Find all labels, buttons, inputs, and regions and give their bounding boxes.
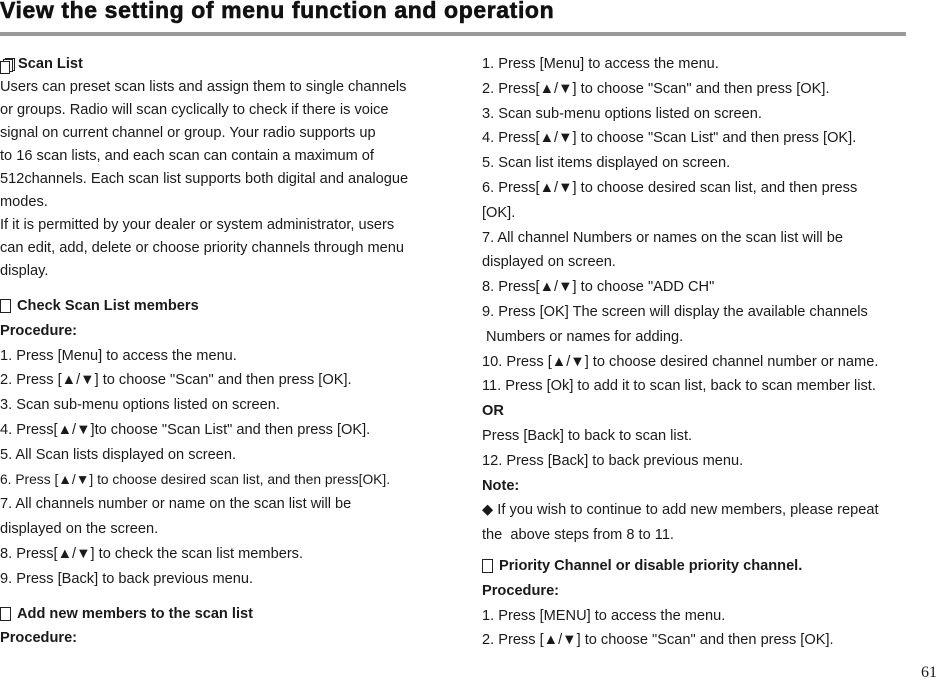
section-heading-priority-channel: Priority Channel or disable priority cha… — [482, 554, 922, 579]
step-line: 8. Press[▲/▼] to choose "ADD CH" — [482, 279, 715, 296]
paragraph-line: Users can preset scan lists and assign t… — [0, 79, 407, 95]
paragraph-line: can edit, add, delete or choose priority… — [0, 240, 405, 256]
paragraph-line: signal on current channel or group. Your… — [0, 125, 376, 141]
step-line: 7. All channel Numbers or names on the s… — [482, 229, 843, 246]
procedure-label: Procedure: — [0, 322, 78, 339]
left-column: Scan List Users can preset scan lists an… — [0, 53, 440, 651]
step-line: 9. Press [OK] The screen will display th… — [482, 303, 868, 320]
page-title: View the setting of menu function and op… — [0, 0, 555, 23]
checkbox-bullet-icon — [0, 606, 11, 621]
paragraph-line: display. — [0, 263, 49, 279]
step-line: [OK]. — [482, 204, 516, 221]
step-line: 2. Press[▲/▼] to choose "Scan" and then … — [482, 80, 830, 97]
note-line: ◆ If you wish to continue to add new mem… — [482, 502, 879, 519]
step-line: 6. Press [▲/▼] to choose desired scan li… — [0, 471, 391, 487]
step-line: 12. Press [Back] to back previous menu. — [482, 452, 744, 469]
paragraph-line: or groups. Radio will scan cyclically to… — [0, 102, 389, 118]
paragraph-line: 512channels. Each scan list supports bot… — [0, 171, 409, 187]
step-line: 3. Scan sub-menu options listed on scree… — [0, 397, 280, 414]
section-heading-add-members: Add new members to the scan list — [0, 602, 440, 627]
paragraph-line: to 16 scan lists, and each scan can cont… — [0, 148, 374, 164]
title-divider — [0, 32, 906, 36]
pages-icon — [0, 57, 15, 74]
procedure-label: Procedure: — [0, 630, 78, 647]
note-line: the above steps from 8 to 11. — [482, 527, 674, 544]
step-line: 11. Press [Ok] to add it to scan list, b… — [482, 378, 876, 395]
note-label: Note: — [482, 477, 520, 494]
step-line: 1. Press [MENU] to access the menu. — [482, 607, 726, 624]
step-line: displayed on the screen. — [0, 521, 159, 538]
or-label: OR — [482, 403, 504, 420]
step-line: 5. All Scan lists displayed on screen. — [0, 446, 237, 463]
checkbox-bullet-icon — [0, 299, 11, 314]
step-line: displayed on screen. — [482, 254, 616, 271]
right-column: 1. Press [Menu] to access the menu. 2. P… — [482, 52, 922, 653]
step-line: Numbers or names for adding. — [482, 328, 684, 345]
step-line: 9. Press [Back] to back previous menu. — [0, 570, 254, 587]
step-line: 6. Press[▲/▼] to choose desired scan lis… — [482, 179, 858, 196]
step-line: 8. Press[▲/▼] to check the scan list mem… — [0, 545, 304, 562]
step-line: 7. All channels number or name on the sc… — [0, 496, 352, 513]
page-number: 61 — [921, 664, 937, 681]
section-heading-scan-list: Scan List — [0, 53, 440, 76]
step-line: 10. Press [▲/▼] to choose desired channe… — [482, 353, 879, 370]
step-line: 1. Press [Menu] to access the menu. — [482, 56, 719, 72]
step-line: 1. Press [Menu] to access the menu. — [0, 347, 237, 364]
checkbox-bullet-icon — [482, 559, 493, 574]
step-line: Press [Back] to back to scan list. — [482, 427, 693, 444]
step-line: 4. Press[▲/▼]to choose "Scan List" and t… — [0, 421, 371, 438]
paragraph-line: modes. — [0, 194, 48, 210]
step-line: 5. Scan list items displayed on screen. — [482, 155, 731, 172]
step-line: 2. Press [▲/▼] to choose "Scan" and then… — [482, 632, 834, 649]
procedure-label: Procedure: — [482, 582, 560, 599]
step-line: 3. Scan sub-menu options listed on scree… — [482, 105, 762, 122]
paragraph-line: If it is permitted by your dealer or sys… — [0, 217, 395, 233]
step-line: 2. Press [▲/▼] to choose "Scan" and then… — [0, 372, 352, 389]
step-line: 4. Press[▲/▼] to choose "Scan List" and … — [482, 130, 857, 147]
section-heading-check-members: Check Scan List members — [0, 294, 440, 319]
